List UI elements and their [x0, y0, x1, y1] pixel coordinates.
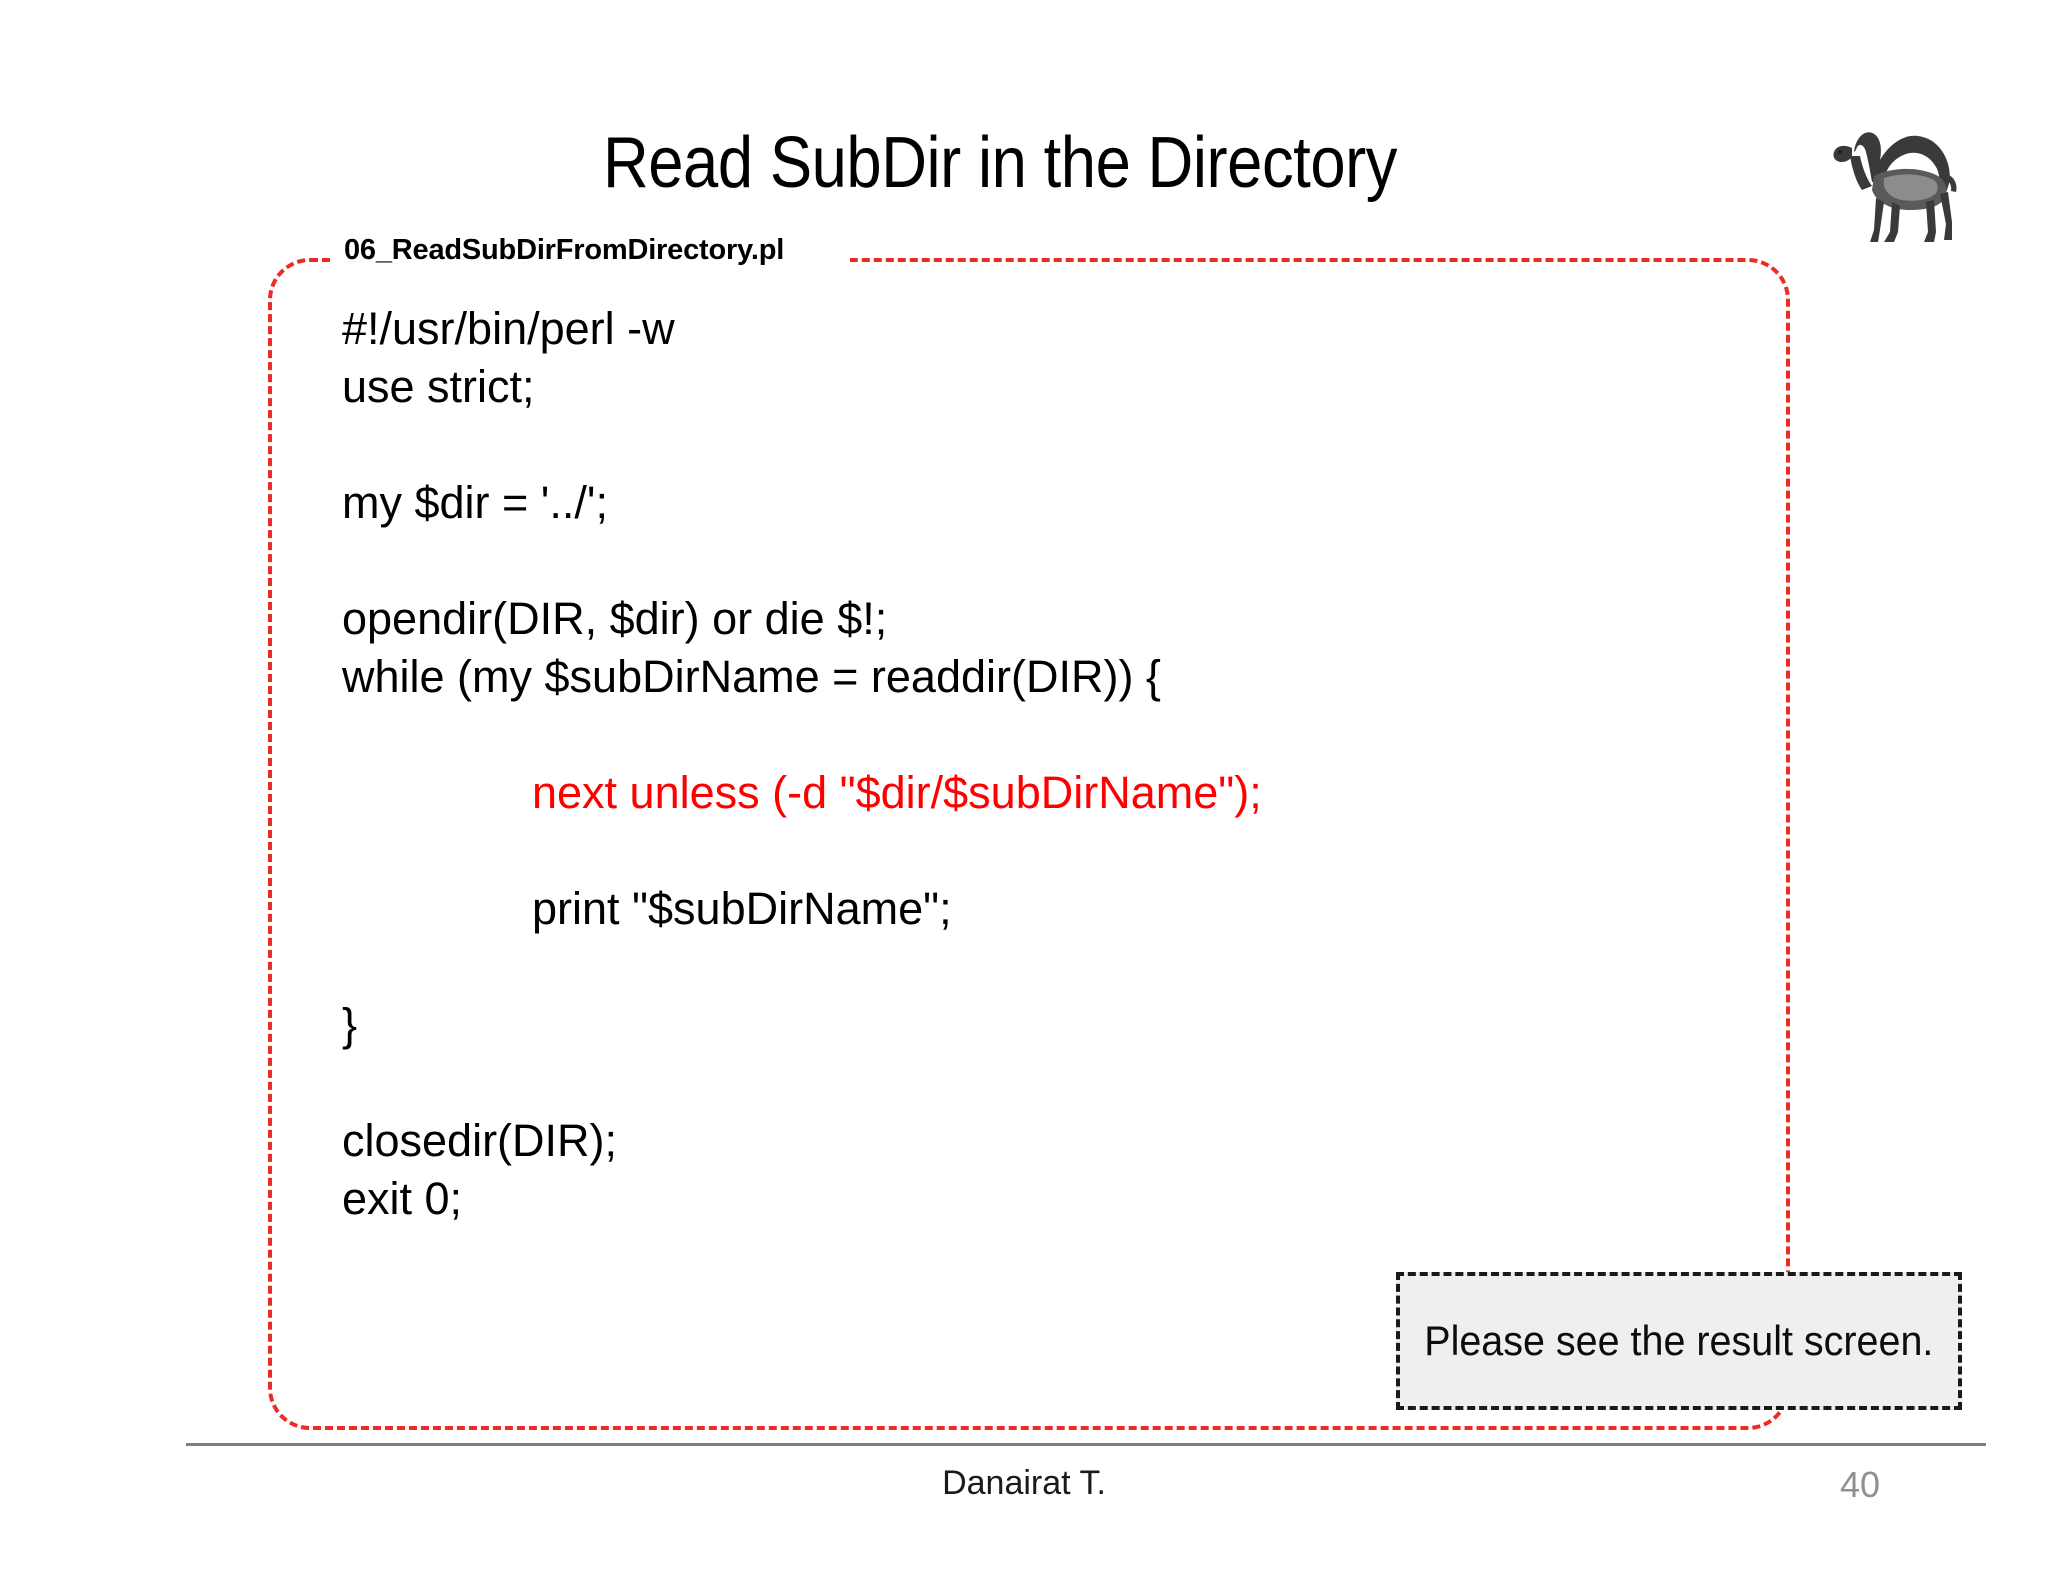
code-line: closedir(DIR);	[342, 1112, 1762, 1170]
code-line: use strict;	[342, 358, 1762, 416]
code-line: }	[342, 996, 1762, 1054]
code-blank-line	[342, 822, 1762, 880]
code-line: print "$subDirName";	[342, 880, 1762, 938]
code-blank-line	[342, 416, 1762, 474]
note-callout: Please see the result screen.	[1396, 1272, 1962, 1410]
page-number: 40	[1839, 1464, 1881, 1505]
code-line-text: my $dir = '../';	[342, 477, 609, 528]
code-blank-line	[342, 938, 1762, 996]
code-line: #!/usr/bin/perl -w	[342, 300, 1762, 358]
note-callout-text: Please see the result screen.	[1424, 1317, 1934, 1364]
footer-author: Danairat T.	[942, 1464, 1106, 1502]
code-blank-line	[342, 1054, 1762, 1112]
code-line-text: opendir(DIR, $dir) or die $!;	[342, 593, 888, 644]
code-line-text: use strict;	[342, 361, 535, 412]
code-line-text: }	[342, 999, 358, 1050]
code-blank-line	[342, 706, 1762, 764]
code-line-highlighted: next unless (-d "$dir/$subDirName");	[532, 767, 1262, 818]
code-label-gap	[330, 232, 850, 282]
code-line-text: closedir(DIR);	[342, 1115, 618, 1166]
code-block: #!/usr/bin/perl -w use strict; my $dir = '…	[342, 300, 1762, 1228]
perl-camel-icon	[1818, 90, 1978, 250]
code-line-text: print "$subDirName";	[532, 883, 952, 934]
code-line-text: #!/usr/bin/perl -w	[342, 303, 675, 354]
code-line: opendir(DIR, $dir) or die $!;	[342, 590, 1762, 648]
code-blank-line	[342, 532, 1762, 590]
code-filename-label: 06_ReadSubDirFromDirectory.pl	[344, 234, 785, 266]
code-line: next unless (-d "$dir/$subDirName");	[342, 764, 1762, 822]
code-line: my $dir = '../';	[342, 474, 1762, 532]
code-line: while (my $subDirName = readdir(DIR)) {	[342, 648, 1762, 706]
code-line-text: exit 0;	[342, 1173, 463, 1224]
page-title: Read SubDir in the Directory	[602, 123, 1398, 203]
code-panel-border	[268, 258, 1790, 1430]
footer-divider	[186, 1443, 1986, 1446]
code-line: exit 0;	[342, 1170, 1762, 1228]
code-line-text: while (my $subDirName = readdir(DIR)) {	[342, 651, 1161, 702]
